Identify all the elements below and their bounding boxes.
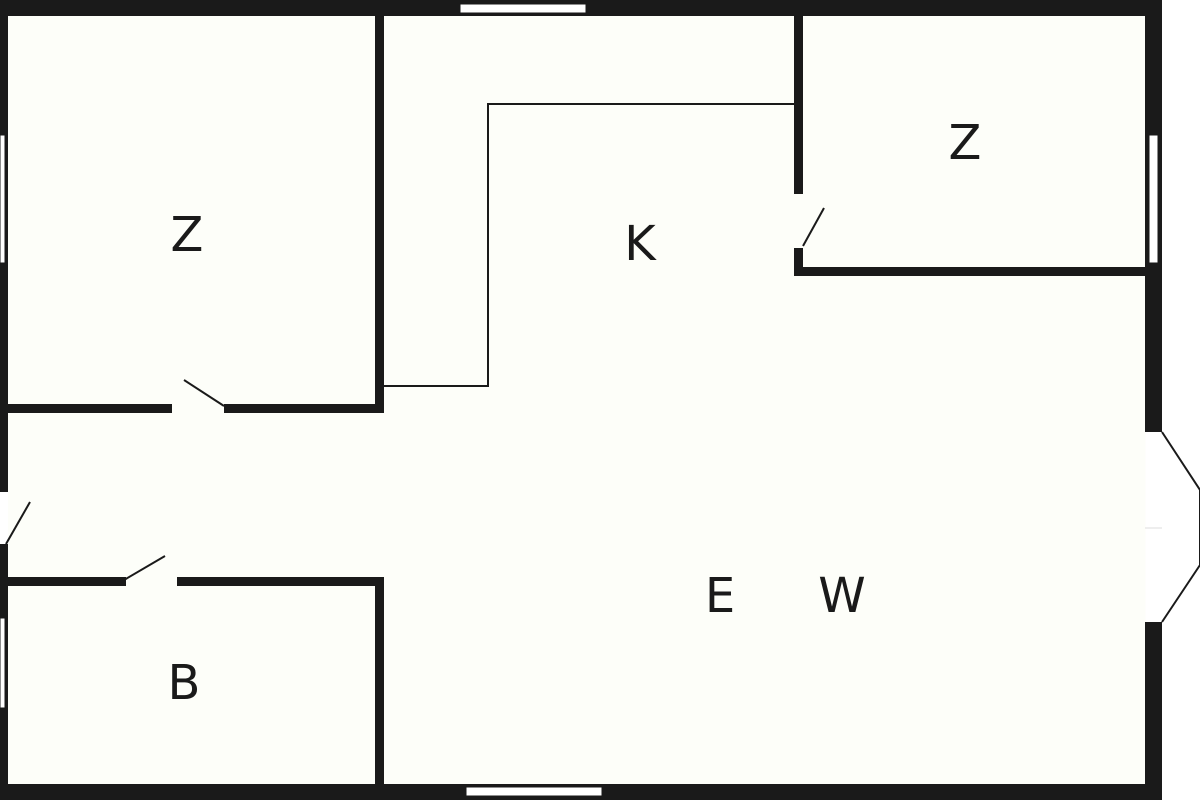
doors [5, 207, 825, 581]
window-top [459, 3, 587, 14]
bay-window [1145, 431, 1200, 623]
window-right-bedroom [1148, 134, 1159, 264]
room-label-bathroom: B [168, 655, 201, 711]
interior-walls [0, 8, 1154, 792]
room-label-living-e: E [705, 568, 735, 624]
window-left-bathroom [0, 617, 6, 709]
wall-bedroom-right-west-a [794, 8, 803, 194]
door-bathroom [123, 555, 166, 581]
wall-bathroom-north-b [177, 577, 384, 586]
room-label-kitchen: K [624, 216, 657, 272]
bay-window-outline [1161, 431, 1200, 623]
windows [0, 3, 1159, 797]
floor-area [0, 8, 1152, 790]
door-bedroom-right [802, 207, 825, 247]
window-left-bedroom [0, 134, 6, 264]
wall-bedroom-left-south-b [224, 404, 384, 413]
wall-bedroom-right-south [794, 267, 1154, 276]
window-bottom [465, 786, 603, 797]
door-entrance [5, 501, 31, 545]
entrance-opening [0, 492, 8, 544]
room-label-living-w: W [818, 568, 865, 624]
wall-right-lower [1145, 622, 1162, 800]
wall-bedroom-left-east [375, 8, 384, 412]
room-label-bedroom-right: Z [949, 115, 982, 171]
room-label-bedroom-left: Z [171, 207, 204, 263]
wall-bathroom-north-a [0, 577, 126, 586]
wall-bedroom-left-south-a [0, 404, 172, 413]
wall-left [0, 0, 8, 800]
wall-bedroom-right-west-b [794, 248, 803, 276]
wall-bathroom-east [375, 577, 384, 792]
door-bedroom-left [183, 379, 225, 407]
kitchen-counter [384, 103, 794, 387]
